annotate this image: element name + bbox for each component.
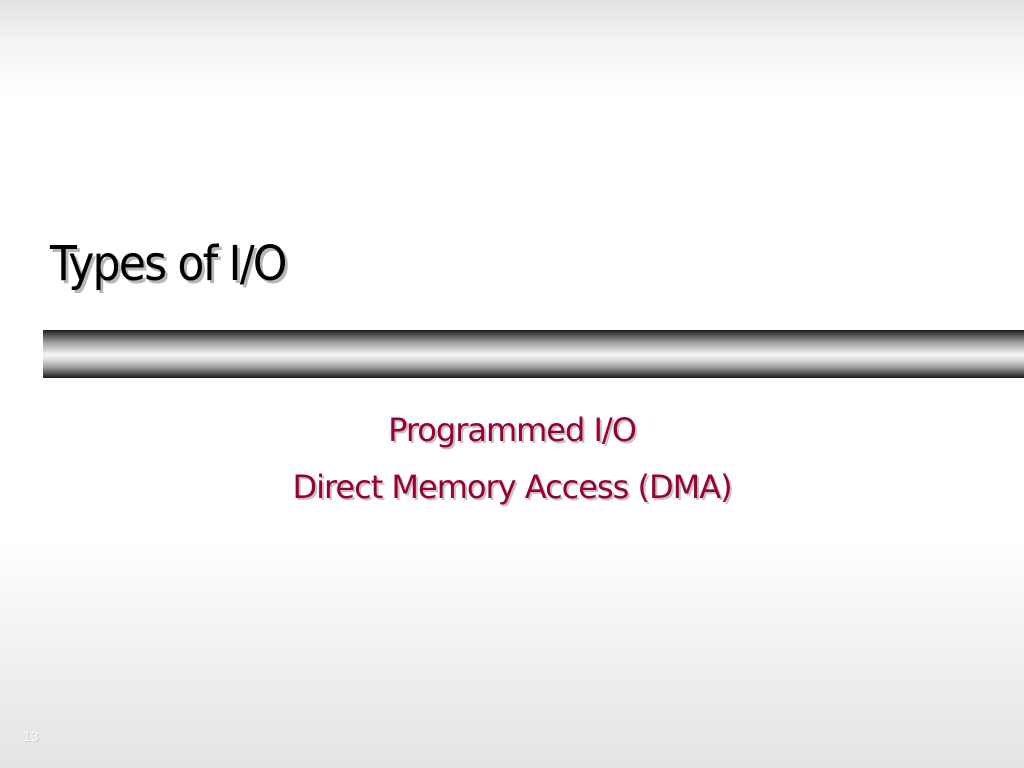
title-divider-bar: [43, 330, 1024, 378]
subtitle-block: Programmed I/O Direct Memory Access (DMA…: [0, 402, 1024, 516]
slide-title: Types of I/O: [50, 236, 288, 292]
slide-number: 13: [23, 728, 39, 744]
subtitle-line-dma: Direct Memory Access (DMA): [292, 468, 732, 506]
subtitle-line-programmed-io: Programmed I/O: [388, 411, 637, 449]
